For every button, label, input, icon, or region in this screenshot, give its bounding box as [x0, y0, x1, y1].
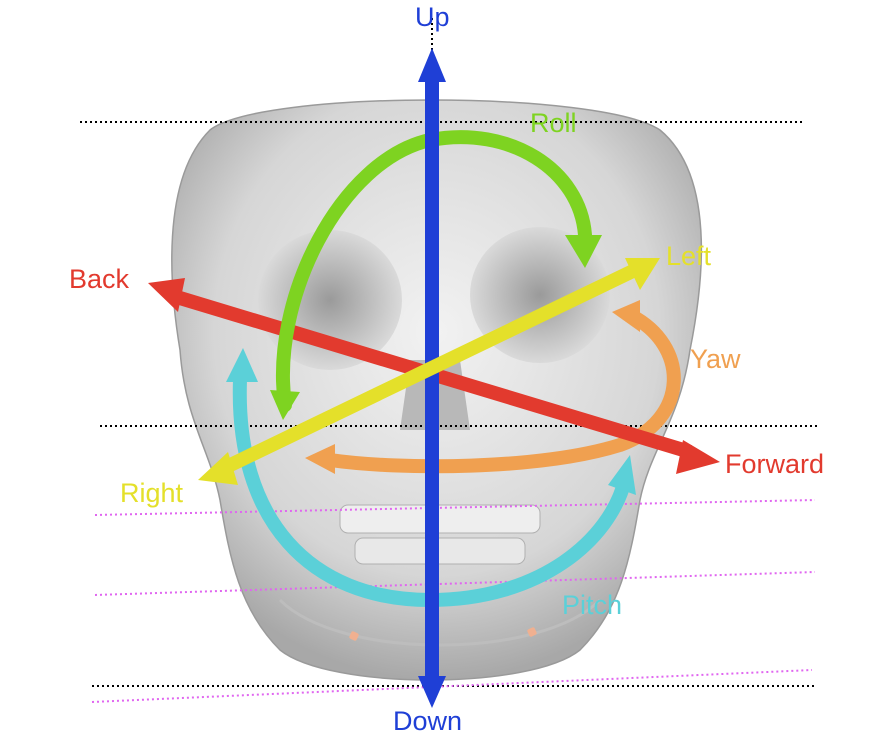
yaw-arc — [323, 308, 681, 474]
yaw-arrowhead-top — [612, 300, 640, 332]
pitch-arrowhead-right — [608, 455, 636, 495]
left-right-axis — [198, 258, 660, 485]
label-forward: Forward — [725, 449, 824, 479]
roll-arrow — [270, 130, 602, 420]
label-down: Down — [393, 706, 462, 735]
up-down-axis — [418, 48, 446, 708]
label-up: Up — [415, 2, 450, 32]
left-arrowhead — [625, 258, 660, 290]
roll-arrowhead-left — [270, 390, 300, 420]
guide-lines — [80, 18, 820, 703]
label-right: Right — [120, 478, 184, 508]
right-arrowhead — [198, 452, 238, 485]
up-arrowhead — [418, 48, 446, 82]
magenta-guide-1 — [94, 499, 816, 516]
lower-teeth — [354, 537, 526, 565]
roll-arrowhead-right — [565, 235, 602, 268]
label-back: Back — [69, 264, 130, 294]
pitch-arc — [232, 373, 632, 608]
down-arrowhead — [418, 676, 446, 708]
label-pitch: Pitch — [562, 590, 622, 620]
yaw-arrowhead-left — [305, 444, 335, 474]
forward-arrowhead — [676, 440, 720, 474]
magenta-guide-2 — [94, 571, 816, 596]
label-left: Left — [666, 241, 712, 271]
label-roll: Roll — [530, 108, 577, 138]
roll-arc — [276, 130, 592, 412]
chin-mark-left — [349, 631, 359, 641]
magenta-guide-3 — [91, 669, 813, 703]
pitch-arrow — [226, 348, 636, 608]
chin-mark-right — [527, 627, 537, 637]
upper-teeth — [339, 504, 541, 534]
left-right-shaft — [216, 263, 639, 477]
label-yaw: Yaw — [690, 344, 741, 374]
pitch-arrowhead-top — [226, 348, 258, 382]
yaw-arrow — [305, 300, 681, 474]
jaw-shadow — [278, 598, 602, 647]
back-arrowhead — [148, 278, 185, 312]
